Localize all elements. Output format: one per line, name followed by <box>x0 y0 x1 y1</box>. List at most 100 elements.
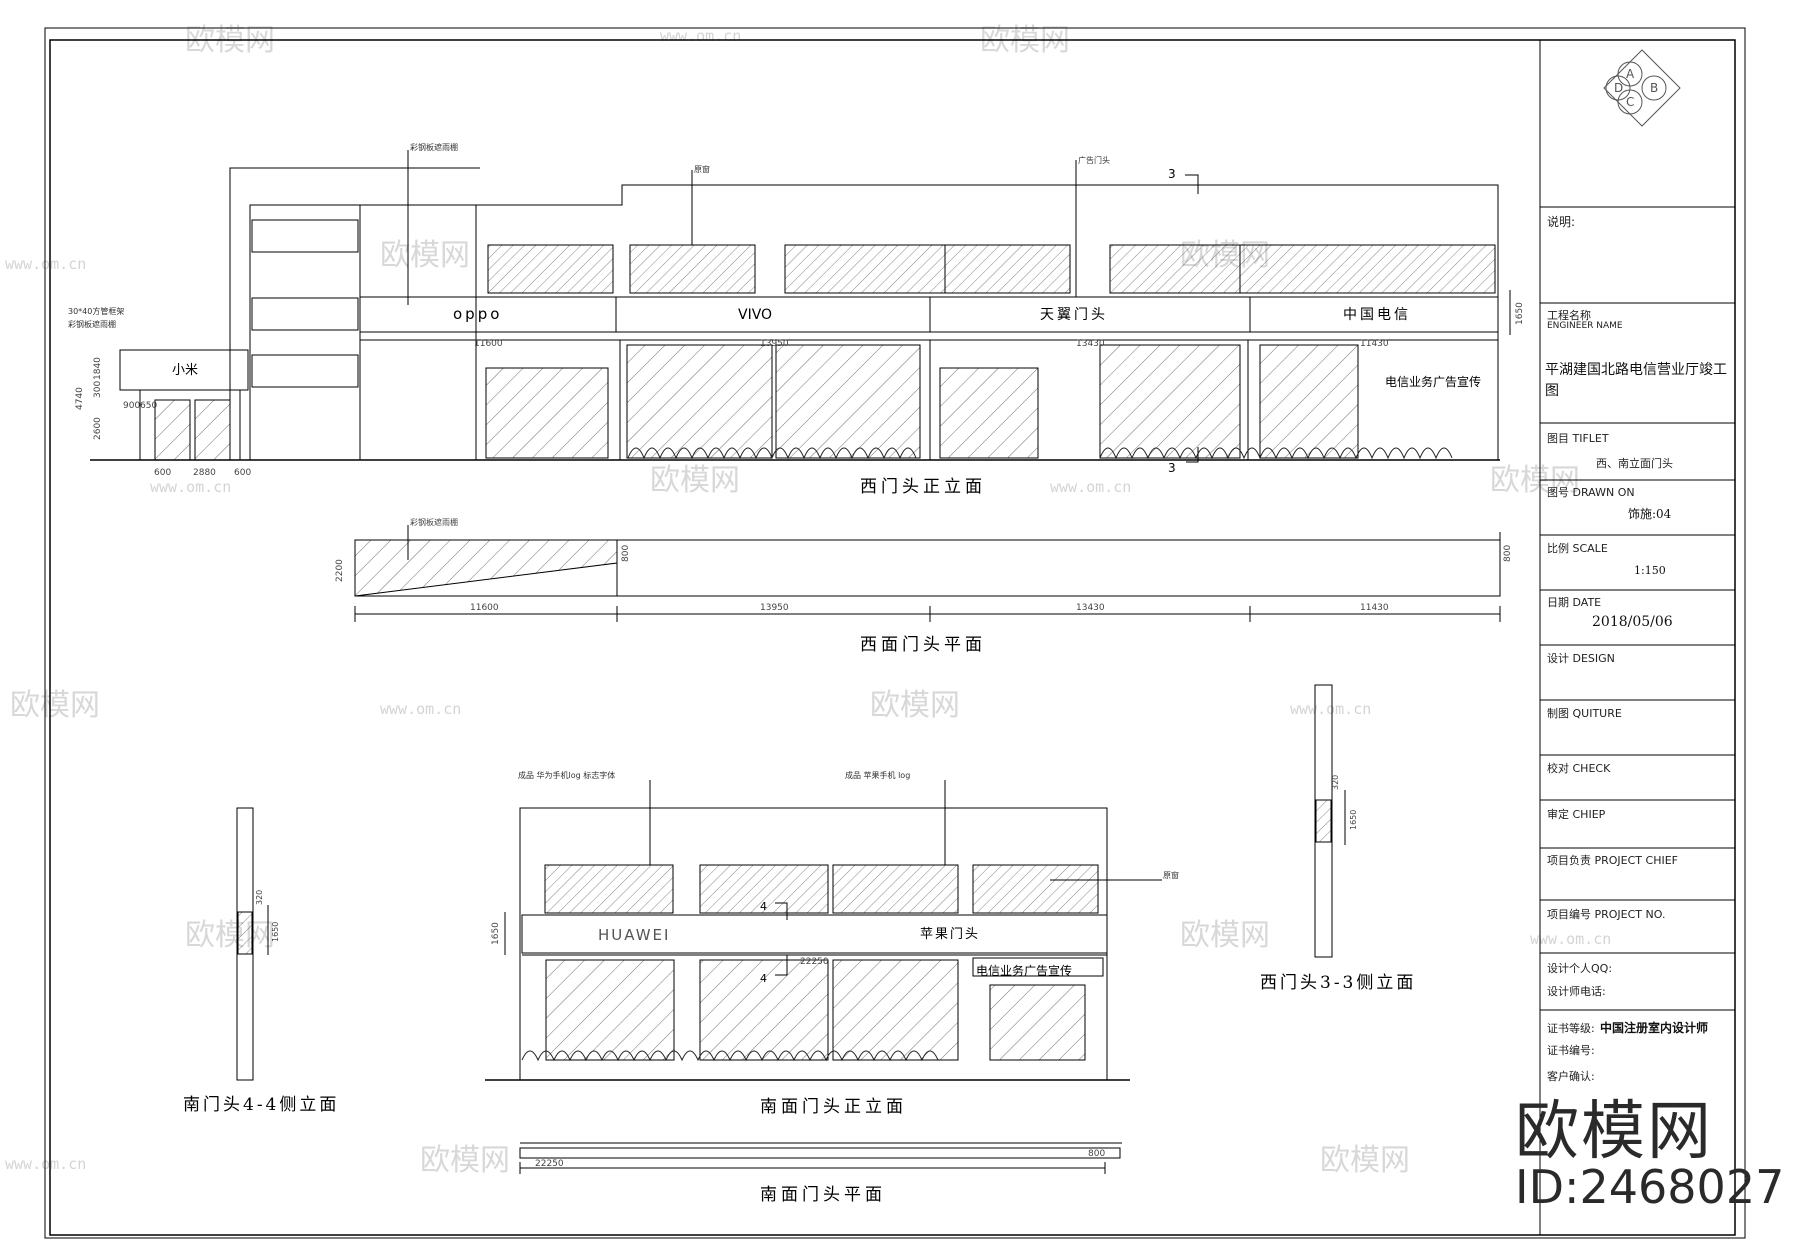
south-note-window: 原窗 <box>1163 870 1179 880</box>
logo-letter-a: A <box>1626 67 1635 81</box>
west-note-window: 原窗 <box>694 164 710 174</box>
west-plan-depth-2: 800 <box>621 545 631 562</box>
project-chief-label: 项目负责 PROJECT CHIEF <box>1547 854 1678 867</box>
cert-no-label: 证书编号: <box>1547 1044 1595 1057</box>
check-label: 校对 CHECK <box>1547 762 1611 775</box>
side-33-caption: 西门头3-3侧立面 <box>1260 973 1416 993</box>
south-section-mark-top: 4 <box>760 900 767 913</box>
side-44-dim-2: 1650 <box>271 922 280 942</box>
west-vert-dim-1: 4740 <box>75 387 85 410</box>
west-elevation-caption: 西门头正立面 <box>860 477 986 497</box>
west-dim-4: 11430 <box>1360 339 1389 349</box>
watermark-url: www.om.cn <box>150 478 232 496</box>
west-plan-note: 彩钢板遮雨棚 <box>410 517 458 527</box>
watermark-url: www.om.cn <box>5 255 87 273</box>
title-value: 西、南立面门头 <box>1596 457 1673 470</box>
west-note-canopy: 彩钢板遮雨棚 <box>410 142 458 152</box>
west-plan-dim-4: 11430 <box>1360 603 1389 613</box>
watermark-id: ID:2468027 <box>1515 1160 1785 1214</box>
cert-label: 证书等级: <box>1547 1022 1595 1035</box>
west-plan-depth-1: 2200 <box>335 559 345 582</box>
south-dim: 22250 <box>800 957 829 967</box>
west-section-mark-top: 3 <box>1168 167 1176 181</box>
date-value: 2018/05/06 <box>1592 614 1673 630</box>
west-note-frame-1: 30*40方管框架 <box>68 306 124 316</box>
qq-label: 设计个人QQ: <box>1547 962 1613 975</box>
scale-value: 1:150 <box>1634 564 1666 577</box>
west-section-mark-bottom: 3 <box>1168 461 1176 475</box>
drawing-no-value: 饰施:04 <box>1628 507 1672 521</box>
west-vert-dim-4: 300 <box>93 381 103 398</box>
chief-label: 审定 CHIEP <box>1547 808 1606 821</box>
west-left-dim-2: 2880 <box>193 468 216 478</box>
south-plan-dim: 22250 <box>535 1159 564 1169</box>
sign-huawei: HUAWEI <box>598 926 670 944</box>
project-no-label: 项目编号 PROJECT NO. <box>1547 908 1666 921</box>
west-plan-dim-1: 11600 <box>470 603 499 613</box>
watermark-logo: 欧模网 <box>420 1143 510 1178</box>
client-label: 客户确认: <box>1547 1070 1595 1083</box>
title-label: 图目 TIFLET <box>1547 432 1609 445</box>
sign-apple: 苹果门头 <box>920 927 980 942</box>
south-elevation-caption: 南面门头正立面 <box>760 1097 907 1117</box>
watermark-url: www.om.cn <box>380 700 462 718</box>
south-height-dim: 1650 <box>491 922 501 945</box>
drafting-label: 制图 QUITURE <box>1547 707 1622 720</box>
watermark-logo: 欧模网 <box>1180 918 1270 953</box>
west-plan <box>354 525 1501 622</box>
side-33-dim-1: 320 <box>1331 775 1340 790</box>
project-label-en: ENGINEER NAME <box>1547 321 1623 331</box>
sign-vivo: VIVO <box>738 307 772 323</box>
sign-oppo: oppo <box>453 305 502 323</box>
south-plan-caption: 南面门头平面 <box>760 1185 886 1205</box>
west-elevation <box>90 150 1511 463</box>
west-vert-dim-2: 1840 <box>93 357 103 380</box>
watermark-logo: 欧模网 <box>185 918 275 953</box>
sign-xiaomi: 小米 <box>172 363 198 378</box>
west-small-dim-2: 650 <box>140 401 157 411</box>
south-note-left: 成品 华为手机log 标志字体 <box>518 770 615 780</box>
sheet-outer-border <box>44 27 1746 1239</box>
west-vert-dim-3: 2600 <box>93 417 103 440</box>
side-44-elevation <box>236 807 269 1081</box>
west-small-dim-1: 900 <box>123 401 140 411</box>
west-dim-3: 13430 <box>1076 339 1105 349</box>
watermark-brand: 欧模网 <box>1515 1095 1713 1169</box>
south-note-right: 成品 苹果手机 log <box>845 770 910 780</box>
logo-letter-c: C <box>1626 95 1634 109</box>
watermark-logo: 欧模网 <box>870 688 960 723</box>
firm-logo-icon <box>1603 49 1681 127</box>
logo-letter-b: B <box>1650 81 1658 95</box>
watermark-url: www.om.cn <box>1050 478 1132 496</box>
watermark-url: www.om.cn <box>1290 700 1372 718</box>
watermark-logo: 欧模网 <box>1320 1143 1410 1178</box>
side-44-caption: 南门头4-4侧立面 <box>183 1095 339 1115</box>
scale-label: 比例 SCALE <box>1547 542 1608 555</box>
side-33-elevation <box>1314 684 1346 958</box>
drawing-no-label: 图号 DRAWN ON <box>1547 486 1635 499</box>
notes-label: 说明: <box>1547 215 1576 229</box>
title-block-frame <box>1539 39 1736 1236</box>
watermark-logo: 欧模网 <box>650 463 740 498</box>
side-33-dim-2: 1650 <box>1349 810 1358 830</box>
west-left-dim-1: 600 <box>154 468 171 478</box>
sign-tianyi: 天翼门头 <box>1040 307 1108 323</box>
logo-letter-d: D <box>1614 81 1623 95</box>
west-plan-dim-2: 13950 <box>760 603 789 613</box>
phone-label: 设计师电话: <box>1547 985 1606 998</box>
project-name: 平湖建国北路电信营业厅竣工图 <box>1545 362 1727 399</box>
south-plan-depth: 800 <box>1088 1149 1105 1159</box>
west-ad-text: 电信业务广告宣传 <box>1385 374 1481 389</box>
west-plan-dim-3: 13430 <box>1076 603 1105 613</box>
watermark-url: www.om.cn <box>5 1155 87 1173</box>
south-ad-text: 电信业务广告宣传 <box>976 963 1072 978</box>
south-elevation <box>485 780 1162 1081</box>
west-height-dim: 1650 <box>1515 302 1525 325</box>
west-note-ad: 广告门头 <box>1078 155 1110 165</box>
sign-china-telecom: 中国电信 <box>1343 307 1411 323</box>
watermark-url: www.om.cn <box>1530 930 1612 948</box>
watermark-logo: 欧模网 <box>380 238 470 273</box>
cert-value: 中国注册室内设计师 <box>1600 1021 1709 1035</box>
watermark-logo: 欧模网 <box>10 688 100 723</box>
